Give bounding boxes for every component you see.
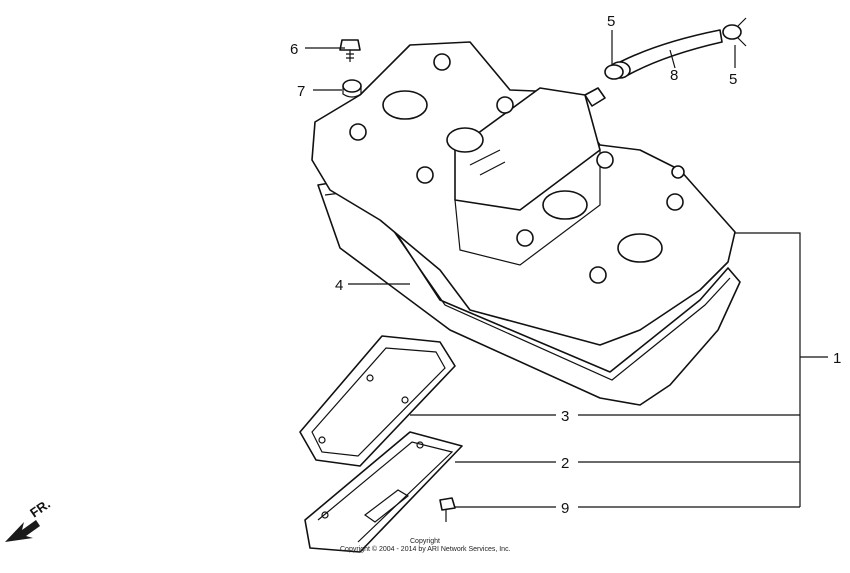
breather-hose [609, 29, 723, 79]
breather-plate-gasket [299, 335, 456, 467]
plate-bolt [439, 497, 456, 522]
seal-washer [342, 79, 362, 98]
callout-9: 9 [561, 500, 569, 517]
special-bolt [339, 39, 361, 62]
front-direction-arrow-icon [5, 520, 40, 542]
callout-3: 3 [561, 408, 569, 425]
leader-lines [305, 30, 828, 508]
callout-5-left: 5 [607, 13, 615, 30]
copyright-line-2: Copyright © 2004 - 2014 by ARI Network S… [340, 545, 511, 553]
copyright-line-1: Copyright [410, 538, 440, 545]
callout-2: 2 [561, 455, 569, 472]
callout-1: 1 [833, 350, 841, 367]
callout-6: 6 [290, 41, 298, 58]
hose-clip-right [722, 17, 747, 47]
cylinder-head-cover [311, 41, 736, 346]
callout-7: 7 [297, 83, 305, 100]
callout-5-right: 5 [729, 71, 737, 88]
callout-4: 4 [335, 277, 343, 294]
front-direction-label: FR. [27, 496, 53, 520]
breather-cover-plate [304, 431, 463, 553]
callout-8: 8 [670, 67, 678, 84]
hose-clip-left [604, 64, 624, 80]
